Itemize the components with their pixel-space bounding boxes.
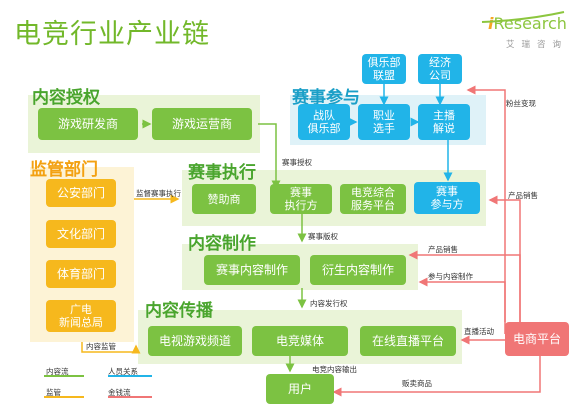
- label-supervise-execution: 监督赛事执行: [136, 189, 181, 198]
- label-live-activity: 直播活动: [464, 327, 494, 336]
- section-content-license: 内容授权: [32, 88, 100, 108]
- box-public-security: 公安部门: [46, 179, 116, 207]
- label-event-copyright: 赛事版权: [308, 232, 338, 241]
- legend-content-flow: 内容流: [46, 367, 69, 376]
- section-event-participation: 赛事参与: [292, 88, 360, 108]
- box-pro-player: 职业 选手: [358, 104, 410, 140]
- logo-subtitle: 艾瑞咨询: [506, 40, 569, 50]
- label-event-license: 赛事授权: [282, 158, 312, 167]
- section-event-execution: 赛事执行: [188, 163, 256, 183]
- box-live-platform: 在线直播平台: [360, 326, 456, 356]
- box-esports-media: 电竞媒体: [252, 326, 348, 356]
- box-radio-tv-admin: 广电 新闻总局: [46, 300, 116, 332]
- box-esports-platform: 电竞综合 服务平台: [340, 184, 406, 214]
- page-title: 电竞行业产业链: [14, 19, 210, 50]
- legend-supervision: 监管: [46, 388, 61, 397]
- box-user: 用户: [266, 374, 334, 404]
- section-content-distribution: 内容传播: [145, 301, 213, 321]
- section-regulators: 监管部门: [30, 160, 98, 180]
- section-content-production: 内容制作: [188, 234, 256, 254]
- box-game-developer: 游戏研发商: [38, 108, 138, 140]
- label-join-content: 参与内容制作: [428, 272, 473, 281]
- box-team-club: 战队 俱乐部: [298, 104, 350, 140]
- label-product-sales-2: 产品销售: [428, 245, 458, 254]
- logo-i: i: [488, 14, 494, 33]
- box-culture-dept: 文化部门: [46, 220, 116, 248]
- label-fan-conversion: 粉丝变现: [506, 99, 536, 108]
- legend-personnel: 人员关系: [108, 367, 138, 376]
- logo: iResearch: [488, 14, 567, 33]
- label-sell-goods: 贩卖商品: [402, 379, 432, 388]
- box-game-operator: 游戏运营商: [152, 108, 252, 140]
- box-club-league: 俱乐部 联盟: [362, 54, 406, 84]
- box-derivative-content: 衍生内容制作: [310, 255, 406, 285]
- label-product-sales-1: 产品销售: [508, 191, 538, 200]
- box-sports-dept: 体育部门: [46, 260, 116, 288]
- label-content-supervision: 内容监管: [86, 342, 116, 351]
- box-event-participant: 赛事 参与方: [414, 182, 480, 214]
- legend-money-flow: 金钱流: [108, 388, 131, 397]
- box-event-executor: 赛事 执行方: [270, 184, 332, 214]
- box-ecommerce-platform: 电商平台: [505, 322, 569, 356]
- box-sponsor: 赞助商: [192, 184, 256, 214]
- logo-swoosh-icon: [481, 11, 565, 23]
- label-esports-output: 电竞内容输出: [312, 365, 357, 374]
- box-agency: 经济 公司: [418, 54, 462, 84]
- box-streamer: 主播 解说: [418, 104, 470, 140]
- logo-brand: Research: [493, 14, 567, 33]
- label-content-distribution-right: 内容发行权: [310, 299, 348, 308]
- box-event-content: 赛事内容制作: [204, 255, 300, 285]
- box-tv-channel: 电视游戏频道: [148, 326, 242, 356]
